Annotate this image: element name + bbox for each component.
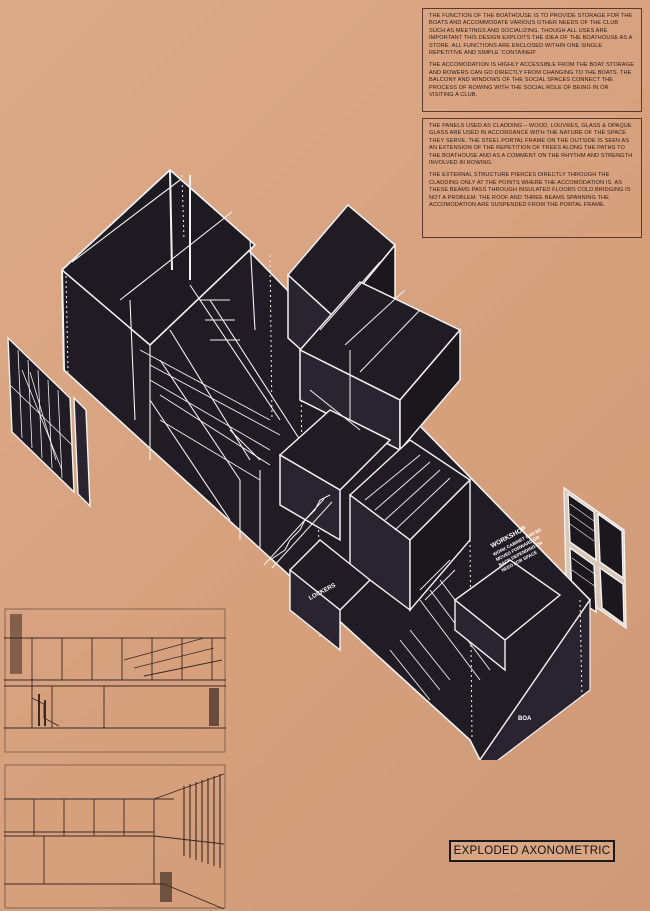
boathouse-container xyxy=(60,168,592,760)
design-notes-block-2: THE PANELS USED AS CLADDING – WOOD, LOUV… xyxy=(422,118,642,238)
staircase xyxy=(263,494,333,569)
design-note-paragraph: THE PANELS USED AS CLADDING – WOOD, LOUV… xyxy=(429,123,633,167)
boats-label: BOA xyxy=(518,716,532,722)
interior-perspective-sketch-2 xyxy=(4,764,226,909)
exploded-axonometric-drawing: WORKSHOP WORK CABINET CAN BE MOVED FORWA… xyxy=(7,168,627,760)
interior-perspective-sketch-1 xyxy=(4,608,226,753)
design-note-paragraph: THE ACCOMODATION IS HIGHLY ACCESSIBLE FR… xyxy=(429,62,635,99)
design-note-paragraph: THE FUNCTION OF THE BOATHOUSE IS TO PROV… xyxy=(429,13,633,57)
left-cladding-panel xyxy=(7,336,91,508)
workshop-area xyxy=(288,439,562,672)
design-note-paragraph: THE EXTERNAL STRUCTURE PIERCES DIRECTLY … xyxy=(429,172,631,209)
design-notes-block-1: THE FUNCTION OF THE BOATHOUSE IS TO PROV… xyxy=(422,8,642,112)
drawing-caption: EXPLODED AXONOMETRIC xyxy=(449,840,615,862)
